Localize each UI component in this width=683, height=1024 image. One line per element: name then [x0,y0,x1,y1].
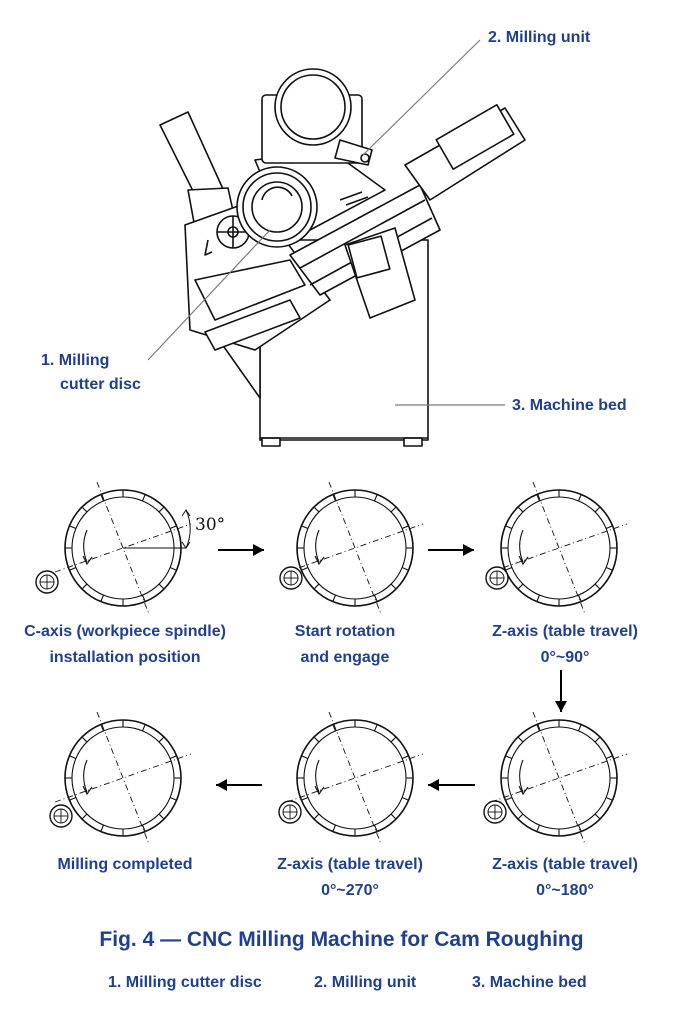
step-6-caption: Milling completed [25,852,225,878]
cam-workpiece-3 [490,481,628,615]
flow-arrow-4 [428,779,475,791]
milling-cutter-4 [483,800,507,824]
milling-cutter-3 [485,566,509,590]
flow-arrow-3 [555,670,567,712]
milling-cutter-6 [49,804,73,828]
flow-arrow-1 [218,544,264,556]
callout-leader-2 [362,39,481,156]
cam-workpiece-5 [286,711,424,845]
angle-arc [185,509,191,549]
legend-item-1: 1. Milling cutter disc [108,974,262,991]
step-3-caption-line2: 0°~90° [540,649,590,666]
step-5-caption-line1: Z-axis (table travel) [277,856,423,873]
step-3-caption: Z-axis (table travel) 0°~90° [470,619,660,671]
step-5-caption: Z-axis (table travel) 0°~270° [255,852,445,904]
machine-drawing [147,39,526,447]
step-6-caption-line1: Milling completed [57,856,193,873]
step-2-caption: Start rotation and engage [270,619,420,671]
step-4-caption-line2: 0°~180° [536,882,594,899]
step-5-caption-line2: 0°~270° [321,882,379,899]
step-3-caption-line1: Z-axis (table travel) [492,623,638,640]
callout-cutter-disc-line2: cutter disc [60,376,141,393]
flow-arrow-2 [428,544,474,556]
cam-workpiece-6 [54,711,192,845]
step-1-caption-line1: C-axis (workpiece spindle) [24,623,226,640]
milling-sequence-diagram [35,481,628,845]
legend-item-3: 3. Machine bed [472,974,587,991]
callout-cutter-disc-line1: 1. Milling [41,352,110,369]
figure-title: Fig. 4 — CNC Milling Machine for Cam Rou… [99,928,584,951]
callout-leader-1 [147,229,271,361]
callout-milling-unit: 2. Milling unit [488,29,591,46]
milling-cutter-1 [35,570,59,594]
callout-machine-bed: 3. Machine bed [512,397,627,414]
step-1-caption: C-axis (workpiece spindle) installation … [20,619,230,671]
milling-cutter-2 [279,566,303,590]
step-4-caption: Z-axis (table travel) 0°~180° [470,852,660,904]
step-1-caption-line2: installation position [49,649,201,666]
milling-cutter-5 [278,800,302,824]
angle-arc-head-bottom [181,541,191,549]
step-4-caption-line1: Z-axis (table travel) [492,856,638,873]
cam-workpiece-4 [490,711,628,845]
step-2-caption-line1: Start rotation [294,623,396,640]
step-2-caption-line2: and engage [300,649,390,666]
legend-item-2: 2. Milling unit [314,974,417,991]
cam-workpiece-2 [286,481,424,615]
angle-label: 30° [195,515,226,535]
flow-arrow-5 [216,779,262,791]
angle-arc-head-top [181,509,191,517]
